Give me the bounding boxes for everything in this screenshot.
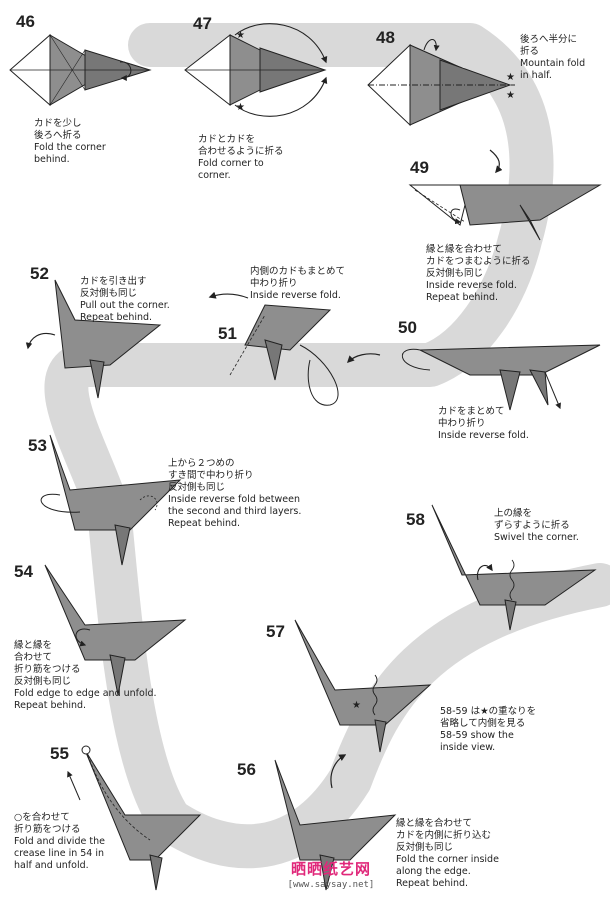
figure-step-53: [40, 434, 182, 566]
caption-en: Fold and divide the crease line in 54 in…: [14, 836, 105, 871]
caption-jp: 上の縁を ずらすように折る: [494, 508, 570, 531]
caption-jp: 縁と縁を合わせて カドを内側に折り込む 反対側も同じ: [396, 818, 492, 853]
caption-step-55: ○を合わせて 折り筋をつける Fold and divide the creas…: [14, 812, 105, 872]
caption-en: Fold corner to corner.: [198, 158, 264, 181]
caption-en: Fold the corner inside along the edge. R…: [396, 854, 499, 889]
star-icon: ★: [506, 72, 515, 83]
figure-step-54: [44, 564, 187, 696]
step-number-47: 47: [193, 14, 212, 33]
figure-step-56: [274, 754, 397, 891]
step-number-48: 48: [376, 28, 395, 47]
caption-en: Swivel the corner.: [494, 532, 579, 543]
flow-band: [44, 23, 610, 869]
step-number-55: 55: [50, 744, 69, 763]
caption-jp: ○を合わせて 折り筋をつける: [14, 812, 81, 835]
watermark: 晒晒纸艺网 [www.saysay.net]: [276, 858, 386, 890]
figure-step-46: [9, 33, 152, 107]
caption-step-53: 上から２つめの すき間で中わり折り 反対側も同じ Inside reverse …: [168, 458, 301, 530]
watermark-brand: 晒晒纸艺网: [290, 860, 371, 878]
figure-step-47: ★ ★: [184, 23, 328, 117]
caption-jp: 58-59 は★の重なりを 省略して内側を見る: [440, 706, 537, 729]
caption-en: Fold the corner behind.: [34, 142, 106, 165]
watermark-url: [www.saysay.net]: [287, 880, 375, 890]
step-number-49: 49: [410, 158, 429, 177]
caption-jp: 後ろへ半分に 折る: [520, 34, 578, 57]
figure-step-50: [402, 344, 601, 411]
step-number-56: 56: [237, 760, 256, 779]
caption-en: Inside reverse fold.: [438, 430, 529, 441]
caption-jp: 縁と縁を合わせて カドをつまむように折る 反対側も同じ: [426, 244, 531, 279]
figure-step-55: [67, 745, 202, 891]
caption-jp: カドを少し 後ろへ折る: [34, 118, 82, 141]
caption-jp: 内側のカドもまとめて 中わり折り: [250, 266, 346, 289]
caption-en: Inside reverse fold. Repeat behind.: [426, 280, 517, 303]
caption-step-57: 58-59 は★の重なりを 省略して内側を見る 58-59 show the i…: [440, 706, 536, 754]
figure-step-49: [408, 184, 602, 241]
caption-en: Inside reverse fold.: [250, 290, 341, 301]
step-number-52: 52: [30, 264, 49, 283]
caption-en: Fold edge to edge and unfold. Repeat beh…: [14, 688, 157, 711]
caption-step-51: 内側のカドもまとめて 中わり折り Inside reverse fold.: [250, 266, 345, 302]
caption-step-49: 縁と縁を合わせて カドをつまむように折る 反対側も同じ Inside rever…: [426, 244, 531, 304]
step-number-51: 51: [218, 324, 237, 343]
caption-step-46: カドを少し 後ろへ折る Fold the corner behind.: [34, 118, 106, 166]
step-number-57: 57: [266, 622, 285, 641]
step-number-53: 53: [28, 436, 47, 455]
step-number-46: 46: [16, 12, 35, 31]
caption-jp: カドを引き出す 反対側も同じ: [80, 276, 147, 299]
star-icon: ★: [236, 102, 245, 113]
step-number-58: 58: [406, 510, 425, 529]
caption-step-47: カドとカドを 合わせるように折る Fold corner to corner.: [198, 134, 284, 182]
star-icon: ★: [352, 700, 361, 711]
step-number-54: 54: [14, 562, 33, 581]
figure-step-52: [25, 279, 162, 399]
caption-step-58: 上の縁を ずらすように折る Swivel the corner.: [494, 508, 579, 544]
step-number-50: 50: [398, 318, 417, 337]
caption-jp: カドとカドを 合わせるように折る: [198, 134, 284, 157]
caption-step-54: 縁と縁を 合わせて 折り筋をつける 反対側も同じ Fold edge to ed…: [14, 640, 157, 712]
figure-step-58: [431, 504, 597, 631]
star-icon: ★: [506, 90, 515, 101]
circle-marker-icon: [81, 745, 91, 755]
caption-step-48: 後ろへ半分に 折る Mountain fold in half.: [520, 34, 585, 82]
caption-en: 58-59 show the inside view.: [440, 730, 514, 753]
caption-jp: カドをまとめて 中わり折り: [438, 406, 505, 429]
figure-step-48: ★ ★: [367, 39, 515, 127]
figure-step-51: [229, 304, 339, 406]
caption-step-50: カドをまとめて 中わり折り Inside reverse fold.: [438, 406, 529, 442]
caption-step-52: カドを引き出す 反対側も同じ Pull out the corner. Repe…: [80, 276, 170, 324]
caption-en: Mountain fold in half.: [520, 58, 586, 81]
star-icon: ★: [236, 30, 245, 41]
caption-en: Pull out the corner. Repeat behind.: [80, 300, 170, 323]
caption-jp: 縁と縁を 合わせて 折り筋をつける 反対側も同じ: [14, 640, 81, 687]
caption-jp: 上から２つめの すき間で中わり折り 反対側も同じ: [168, 458, 254, 493]
caption-en: Inside reverse fold between the second a…: [168, 494, 302, 529]
figure-step-57: ★: [294, 619, 432, 753]
caption-step-56: 縁と縁を合わせて カドを内側に折り込む 反対側も同じ Fold the corn…: [396, 818, 499, 890]
